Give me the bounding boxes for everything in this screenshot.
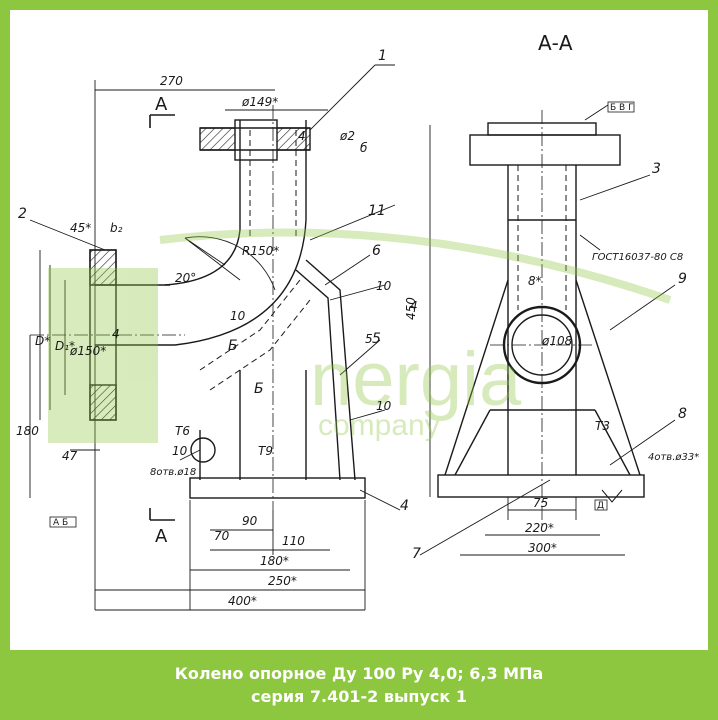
- dim-R150: R150*: [242, 244, 279, 258]
- callout-10a: 10: [376, 279, 392, 293]
- dim-4a: 4: [298, 129, 306, 143]
- dim-T3: T3: [595, 419, 610, 433]
- view-mark-1: Б: [228, 338, 238, 354]
- dim-T9: T9: [258, 444, 273, 458]
- callout-7: 7: [412, 546, 421, 562]
- dim-400: 400*: [228, 594, 257, 608]
- dim-110: 110: [282, 534, 305, 548]
- callout-6: 6: [372, 243, 381, 259]
- dim-5: 5: [365, 332, 373, 346]
- tag-ab: А Б: [53, 518, 68, 528]
- base-plate-right: [437, 474, 645, 498]
- dim-4b: 4: [112, 327, 120, 341]
- dim-b2: b₂: [110, 221, 123, 235]
- technical-drawing: nergia company А-А А А Б Б 1 2 3 4 5 6 7…: [16, 31, 699, 611]
- tag-bvg: Б В Г: [610, 103, 634, 113]
- dim-47: 47: [62, 449, 78, 463]
- dim-6a: б: [360, 141, 368, 155]
- watermark: nergia company: [48, 228, 672, 443]
- callout-8: 8: [678, 406, 687, 422]
- dim-108: ø108: [541, 334, 573, 348]
- dim-300: 300*: [528, 541, 557, 555]
- rib: [305, 259, 356, 481]
- callout-1: 1: [378, 48, 387, 64]
- dim-2a: ø2: [339, 129, 355, 143]
- callout-3: 3: [652, 161, 661, 177]
- dim-70: 70: [214, 529, 230, 543]
- dim-8: 8*: [528, 274, 542, 288]
- section-mark-top: А: [155, 94, 168, 115]
- dim-10a: 10: [230, 309, 246, 323]
- caption-line-2: серия 7.401-2 выпуск 1: [251, 687, 467, 706]
- watermark-word: nergia: [310, 337, 522, 422]
- base-plate-left: [189, 477, 366, 499]
- dim-4holes: 4отв.ø33*: [648, 452, 699, 463]
- watermark-s-block: [48, 268, 158, 443]
- dim-180: 180: [16, 424, 39, 438]
- section-mark-bottom: А: [155, 526, 168, 547]
- callout-10b: 10: [376, 399, 392, 413]
- callout-4: 4: [400, 498, 409, 514]
- dim-D1: D₁*: [55, 339, 75, 353]
- drawing-sheet: nergia company А-А А А Б Б 1 2 3 4 5 6 7…: [10, 10, 708, 650]
- dim-149: ø149*: [241, 95, 278, 109]
- dim-180b: 180*: [260, 554, 289, 568]
- callout-10c: 10: [172, 444, 188, 458]
- dim-T6: T6: [175, 424, 190, 438]
- tag-d: Д: [597, 501, 604, 511]
- callout-2: 2: [18, 206, 27, 222]
- callout-9: 9: [678, 271, 687, 287]
- dim-4c: 4: [410, 299, 418, 313]
- section-title: А-А: [538, 31, 573, 55]
- view-mark-2: Б: [254, 381, 264, 397]
- dim-20deg: 20°: [175, 271, 196, 285]
- dim-D: D*: [35, 334, 50, 348]
- elbow-inner: [164, 229, 241, 286]
- dim-90: 90: [242, 514, 258, 528]
- section-top-flange: [469, 134, 621, 166]
- dim-270: 270: [160, 74, 183, 88]
- top-flange-bore: [234, 119, 278, 161]
- callout-11: 11: [368, 203, 386, 219]
- dim-250: 250*: [268, 574, 297, 588]
- dim-gost: ГОСТ16037-80 С8: [592, 252, 683, 263]
- ring-detail: [190, 437, 216, 463]
- dim-45: 45*: [70, 221, 91, 235]
- caption-line-1: Колено опорное Ду 100 Ру 4,0; 6,3 МПа: [174, 664, 544, 683]
- dim-75: 75: [533, 496, 548, 510]
- callout-5: 5: [372, 331, 381, 347]
- watermark-sub: company: [318, 409, 440, 442]
- dim-220: 220*: [525, 521, 554, 535]
- dim-8holes: 8отв.ø18: [150, 467, 196, 478]
- dim-450: 450: [404, 297, 418, 320]
- elbow-outer: [174, 219, 307, 346]
- caption: Колено опорное Ду 100 Ру 4,0; 6,3 МПа се…: [0, 652, 718, 720]
- dim-150: ø150*: [69, 344, 106, 358]
